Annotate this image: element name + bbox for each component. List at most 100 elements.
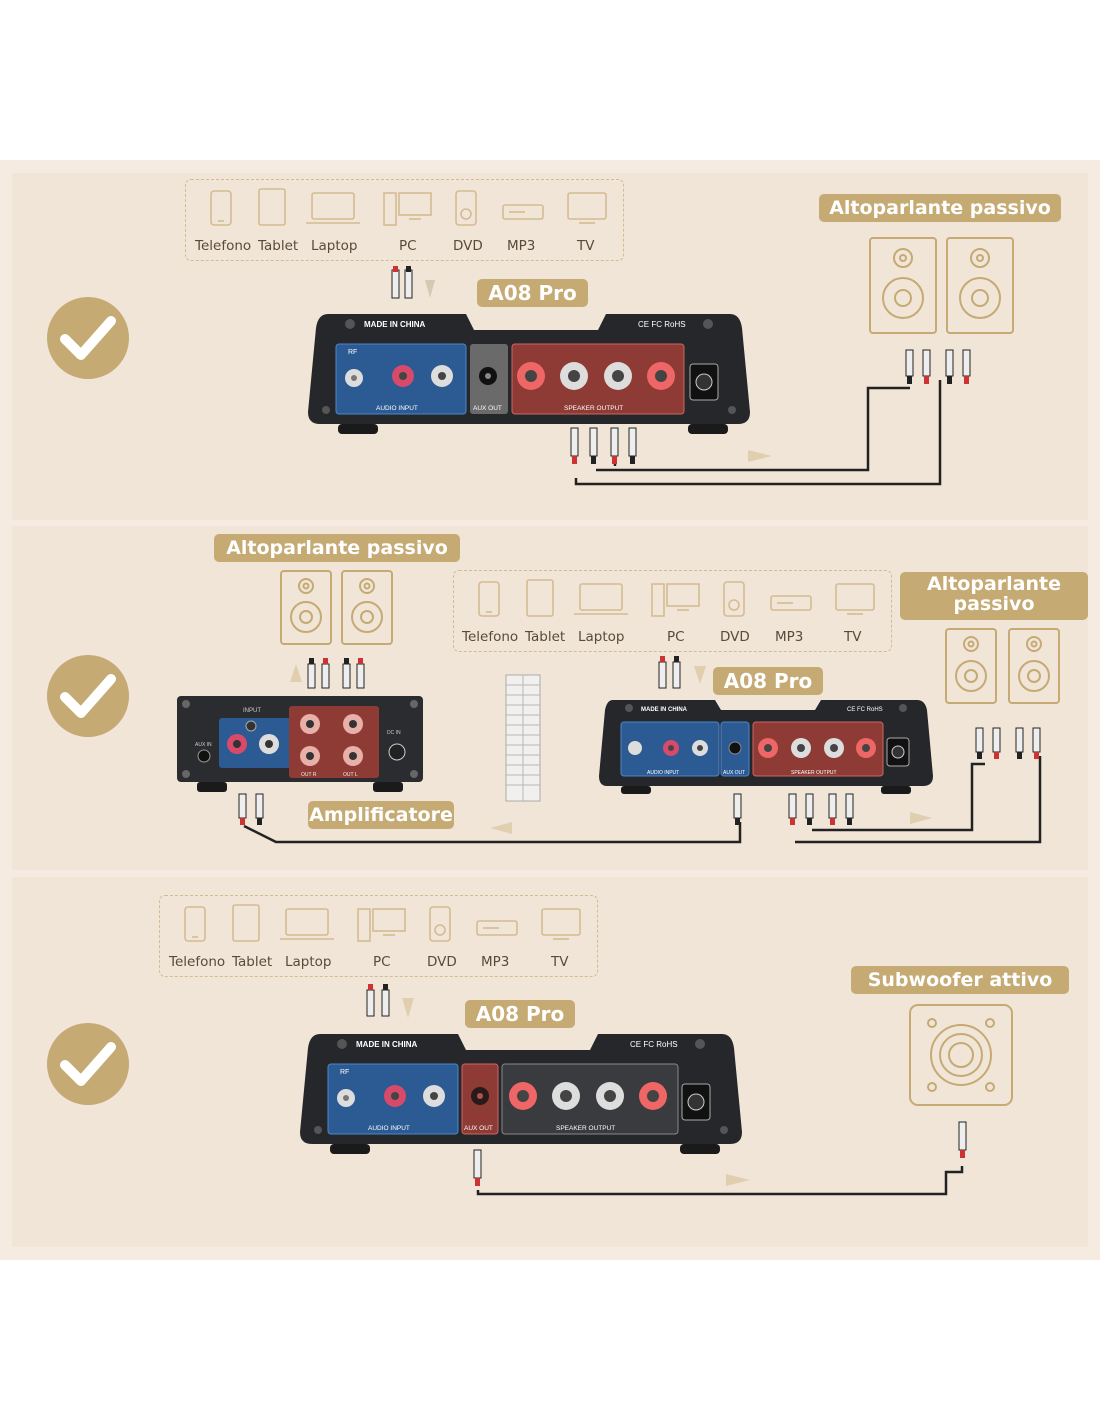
source-devices-box — [159, 895, 598, 977]
passive-speaker-label-left: Altoparlante passivo — [214, 534, 460, 562]
a08-pro-amplifier: MADE IN CHINA CE FC RoHS AUDIO INPUT AUX… — [599, 700, 933, 794]
source-label-tv: TV — [844, 629, 862, 645]
passive-speaker-label-right-line2: passivo — [953, 593, 1035, 615]
source-label-tablet: Tablet — [525, 629, 566, 645]
a08-pro-amplifier: MADE IN CHINA CE FC RoHS RF AUDIO INPUT … — [308, 314, 750, 434]
source-label-dvd: DVD — [427, 954, 457, 970]
source-label-pc: PC — [667, 629, 685, 645]
source-label-phone: Telefono — [169, 954, 226, 970]
wall-icon — [505, 674, 541, 802]
rca-plug-icon — [307, 658, 365, 689]
wiring-section-2 — [238, 656, 1042, 844]
rca-plug-icon — [788, 793, 854, 825]
source-label-mp3: MP3 — [775, 629, 804, 645]
tablet-icon — [526, 579, 554, 617]
mp3-icon — [476, 920, 518, 936]
pc-icon — [357, 908, 371, 942]
check-icon — [47, 655, 129, 737]
amp-speaker-output-label: SPEAKER OUTPUT — [791, 770, 837, 776]
ext-amp-aux-in-label: AUX IN — [195, 742, 212, 748]
a08-pro-amplifier: MADE IN CHINA CE FC RoHS RF AUDIO INPUT … — [300, 1034, 742, 1154]
source-label-laptop: Laptop — [285, 954, 332, 970]
amp-made-in-label: MADE IN CHINA — [364, 320, 426, 329]
source-label-tablet: Tablet — [258, 238, 299, 254]
amp-cert-label: CE FC RoHS — [638, 320, 686, 329]
amp-audio-input-label: AUDIO INPUT — [647, 770, 679, 776]
amp-aux-out-label: AUX OUT — [723, 770, 745, 776]
source-label-phone: Telefono — [462, 629, 519, 645]
amp-model-label: A08 Pro — [465, 1000, 575, 1028]
amp-model-label: A08 Pro — [477, 279, 588, 307]
check-icon — [47, 1023, 129, 1105]
passive-speaker-label: Altoparlante passivo — [819, 194, 1061, 222]
rca-plug-icon — [658, 656, 681, 689]
external-amplifier: INPUT AUX IN DC IN OUT R OUT L — [177, 696, 423, 792]
source-label-tv: TV — [551, 954, 569, 970]
passive-speakers-left — [280, 570, 393, 645]
source-label-tv: TV — [577, 238, 595, 254]
phone-icon — [210, 190, 232, 226]
source-label-dvd: DVD — [720, 629, 750, 645]
subwoofer-icon — [909, 1004, 1013, 1106]
dvd-icon — [723, 581, 745, 617]
rca-plug-icon — [366, 984, 390, 1017]
source-label-laptop: Laptop — [578, 629, 625, 645]
rca-plug-icon — [391, 266, 413, 299]
laptop-icon — [285, 908, 329, 936]
pc-icon — [383, 192, 397, 226]
source-device-icons — [184, 904, 581, 942]
amp-speaker-output-label: SPEAKER OUTPUT — [564, 405, 623, 412]
rca-plug-icon — [733, 793, 742, 825]
amp-model-label: A08 Pro — [713, 667, 823, 695]
tablet-icon — [258, 188, 286, 226]
source-label-tablet: Tablet — [232, 954, 273, 970]
amp-rf-label: RF — [348, 349, 357, 356]
check-icon — [47, 297, 129, 379]
ext-amp-out-l-label: OUT L — [343, 772, 358, 778]
amp-audio-input-label: AUDIO INPUT — [368, 1125, 410, 1132]
passive-speakers-right — [945, 628, 1060, 704]
wiring-section-1 — [391, 266, 971, 486]
amp-cert-label: CE FC RoHS — [630, 1040, 678, 1049]
source-label-pc: PC — [399, 238, 417, 254]
tablet-icon — [232, 904, 260, 942]
source-devices-box — [185, 179, 624, 261]
amp-speaker-output-label: SPEAKER OUTPUT — [556, 1125, 615, 1132]
mp3-icon — [502, 204, 544, 220]
subwoofer-label: Subwoofer attivo — [851, 966, 1069, 994]
dvd-icon — [455, 190, 477, 226]
laptop-icon — [579, 583, 623, 611]
amp-rf-label: RF — [340, 1069, 349, 1076]
source-label-phone: Telefono — [195, 238, 252, 254]
rca-plug-icon — [905, 349, 971, 384]
phone-icon — [184, 906, 206, 942]
source-label-mp3: MP3 — [481, 954, 510, 970]
amp-made-in-label: MADE IN CHINA — [356, 1040, 418, 1049]
pc-icon — [651, 583, 665, 617]
phone-icon — [478, 581, 500, 617]
source-devices-box — [453, 570, 892, 652]
passive-speaker-label-right-line1: Altoparlante — [927, 573, 1061, 595]
tv-icon — [541, 908, 581, 936]
tv-icon — [835, 583, 875, 611]
rca-plug-icon — [238, 793, 264, 825]
amp-aux-out-label: AUX OUT — [464, 1125, 493, 1132]
source-device-icons — [478, 579, 875, 617]
rca-plug-icon — [975, 727, 1041, 759]
dvd-icon — [429, 906, 451, 942]
amp-made-in-label: MADE IN CHINA — [641, 707, 688, 713]
ext-amp-input-label: INPUT — [243, 708, 261, 714]
amplifier-label: Amplificatore — [308, 801, 454, 829]
mp3-icon — [770, 595, 812, 611]
source-device-icons — [210, 188, 607, 226]
source-label-pc: PC — [373, 954, 391, 970]
amp-audio-input-label: AUDIO INPUT — [376, 405, 418, 412]
amp-cert-label: CE FC RoHS — [847, 707, 883, 713]
wiring-section-3 — [366, 984, 967, 1196]
ext-amp-out-r-label: OUT R — [301, 772, 317, 778]
laptop-icon — [311, 192, 355, 220]
passive-speakers — [869, 237, 1014, 334]
source-label-laptop: Laptop — [311, 238, 358, 254]
rca-plug-icon — [473, 1149, 482, 1186]
tv-icon — [567, 192, 607, 220]
